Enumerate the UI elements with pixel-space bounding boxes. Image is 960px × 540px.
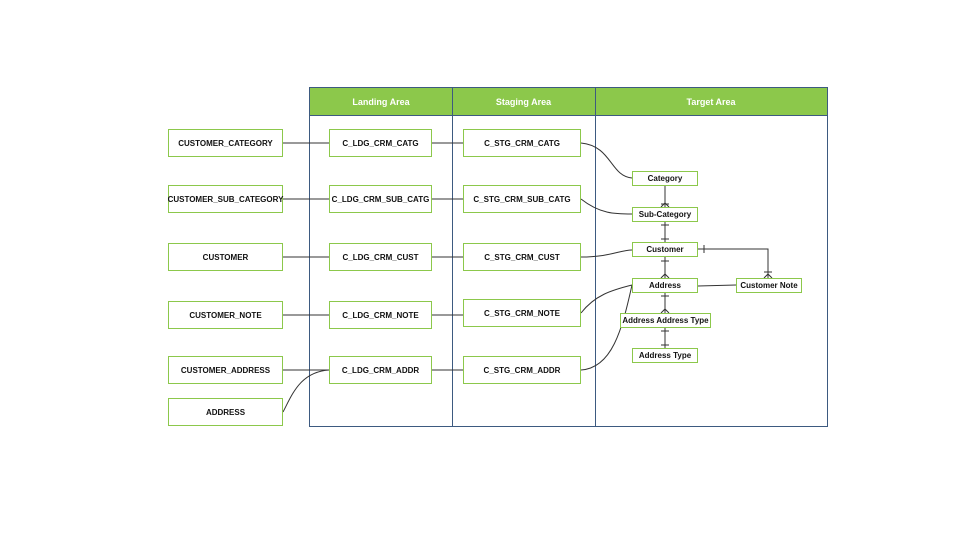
lane-header-staging: Staging Area [452, 88, 595, 116]
staging-table-cust[interactable]: C_STG_CRM_CUST [463, 243, 581, 271]
landing-table-addr[interactable]: C_LDG_CRM_ADDR [329, 356, 432, 384]
lane-divider [452, 88, 453, 426]
source-table-customer-address[interactable]: CUSTOMER_ADDRESS [168, 356, 283, 384]
lane-header-landing: Landing Area [310, 88, 452, 116]
source-table-customer[interactable]: CUSTOMER [168, 243, 283, 271]
lane-header-target: Target Area [595, 88, 827, 116]
source-table-address[interactable]: ADDRESS [168, 398, 283, 426]
staging-table-catg[interactable]: C_STG_CRM_CATG [463, 129, 581, 157]
entity-category[interactable]: Category [632, 171, 698, 186]
lane-divider [595, 88, 596, 426]
source-table-customer-sub-category[interactable]: CUSTOMER_SUB_CATEGORY [168, 185, 283, 213]
entity-customer-note[interactable]: Customer Note [736, 278, 802, 293]
landing-table-sub-catg[interactable]: C_LDG_CRM_SUB_CATG [329, 185, 432, 213]
staging-table-addr[interactable]: C_STG_CRM_ADDR [463, 356, 581, 384]
source-table-customer-note[interactable]: CUSTOMER_NOTE [168, 301, 283, 329]
landing-table-note[interactable]: C_LDG_CRM_NOTE [329, 301, 432, 329]
staging-table-sub-catg[interactable]: C_STG_CRM_SUB_CATG [463, 185, 581, 213]
source-table-customer-category[interactable]: CUSTOMER_CATEGORY [168, 129, 283, 157]
staging-table-note[interactable]: C_STG_CRM_NOTE [463, 299, 581, 327]
entity-address-type[interactable]: Address Type [632, 348, 698, 363]
entity-address[interactable]: Address [632, 278, 698, 293]
entity-customer[interactable]: Customer [632, 242, 698, 257]
landing-table-catg[interactable]: C_LDG_CRM_CATG [329, 129, 432, 157]
entity-address-address-type[interactable]: Address Address Type [620, 313, 711, 328]
landing-table-cust[interactable]: C_LDG_CRM_CUST [329, 243, 432, 271]
entity-sub-category[interactable]: Sub-Category [632, 207, 698, 222]
